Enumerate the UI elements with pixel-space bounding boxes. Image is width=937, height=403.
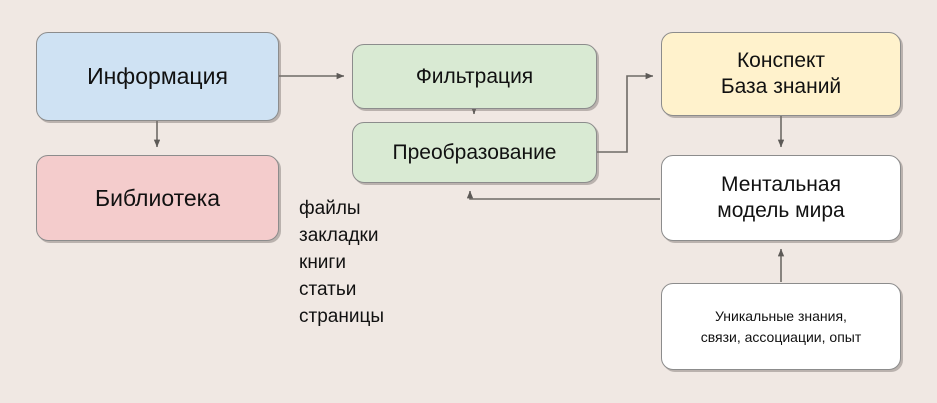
node-information[interactable]: Информация: [36, 32, 279, 121]
edge-mental-model-to-transformation: [466, 190, 660, 200]
node-unique-knowledge[interactable]: Уникальные знания, связи, ассоциации, оп…: [661, 283, 901, 370]
node-library[interactable]: Библиотека: [36, 155, 279, 241]
node-filtering[interactable]: Фильтрация: [352, 44, 597, 109]
node-transformation[interactable]: Преобразование: [352, 122, 597, 183]
source-type-list: файлы закладки книги статьи страницы: [299, 198, 384, 327]
node-mental-model[interactable]: Ментальная модель мира: [661, 155, 901, 241]
node-knowledge-base[interactable]: Конспект База знаний: [661, 32, 901, 116]
edge-transformation-to-knowledge-base: [597, 72, 654, 153]
